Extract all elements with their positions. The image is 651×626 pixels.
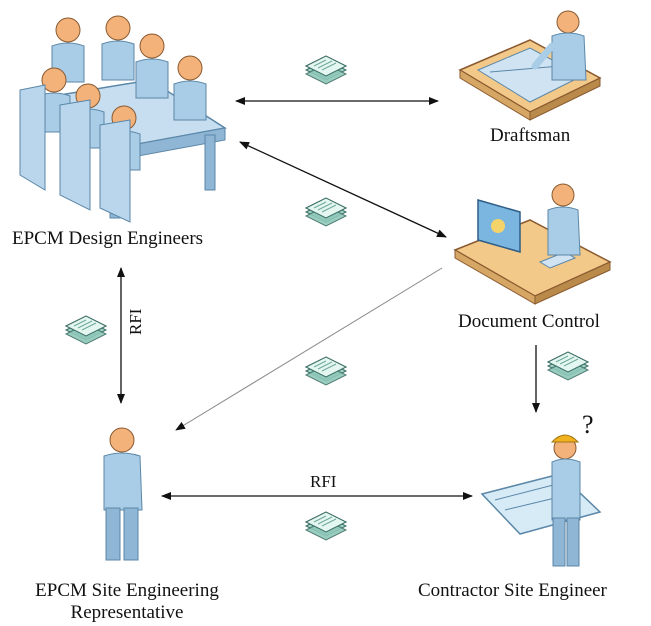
draftsman-label: Draftsman bbox=[490, 125, 571, 146]
site-rep-icon bbox=[103, 427, 143, 561]
design-engineers-icon bbox=[19, 15, 228, 223]
site-rep-label: EPCM Site Engineering Representative bbox=[35, 580, 219, 623]
document-stack-icon bbox=[305, 511, 347, 541]
question-mark-label: ? bbox=[582, 410, 594, 439]
document-stack-icon bbox=[305, 197, 347, 227]
rfi-horizontal-label: RFI bbox=[310, 472, 337, 491]
document-stack-icon bbox=[305, 356, 347, 386]
document-stack-icon bbox=[547, 351, 589, 381]
document-control-icon bbox=[453, 183, 612, 305]
arrow-doccontrol-siterep bbox=[175, 267, 443, 431]
contractor-site-engineer-label: Contractor Site Engineer bbox=[418, 580, 607, 601]
document-stack-icon bbox=[305, 55, 347, 85]
connector-arrows bbox=[117, 97, 540, 500]
arrow-design-doccontrol bbox=[239, 141, 447, 238]
rfi-vertical-label: RFI bbox=[126, 308, 145, 335]
draftsman-icon bbox=[458, 10, 602, 121]
epcm-design-engineers-label: EPCM Design Engineers bbox=[12, 228, 204, 249]
document-stack-icon bbox=[65, 315, 107, 345]
contractor-engineer-icon bbox=[480, 434, 602, 567]
document-control-label: Document Control bbox=[458, 311, 600, 332]
